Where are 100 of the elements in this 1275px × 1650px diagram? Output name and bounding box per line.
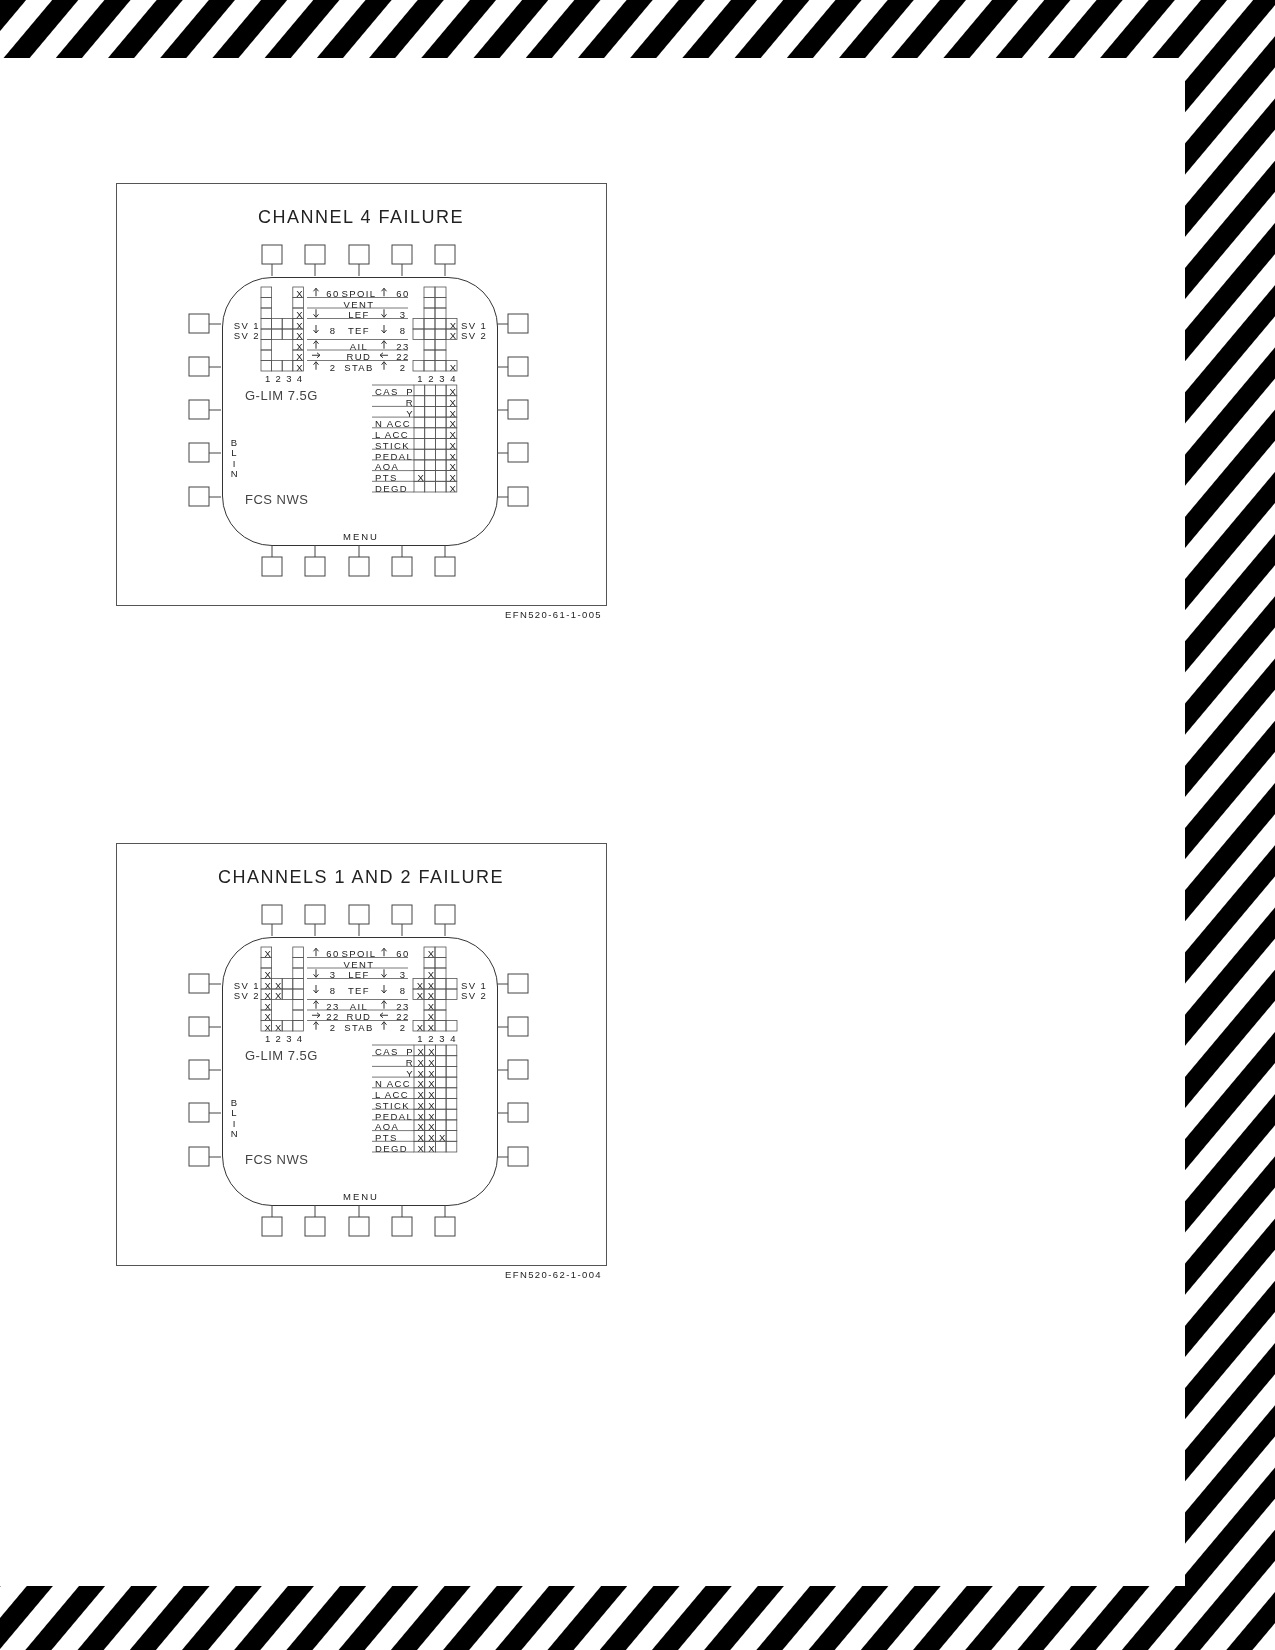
deflection-value: 8 bbox=[399, 326, 407, 336]
deflection-value: 2 bbox=[329, 1023, 337, 1033]
failure-mark: X bbox=[449, 363, 458, 373]
deflection-value: 60 bbox=[396, 949, 410, 959]
g-limit-readout: G-LIM 7.5G bbox=[245, 1048, 318, 1062]
g-limit-readout: G-LIM 7.5G bbox=[245, 388, 318, 402]
channel-number: 3 bbox=[286, 374, 293, 384]
channel-number: 3 bbox=[439, 1034, 446, 1044]
channel-number: 3 bbox=[286, 1034, 293, 1044]
failure-mark: X bbox=[417, 1101, 426, 1111]
deflection-value: 2 bbox=[399, 363, 407, 373]
channel-number: 1 bbox=[264, 1034, 272, 1044]
failure-mark: X bbox=[417, 1079, 426, 1090]
channel-number: 4 bbox=[450, 1034, 457, 1044]
failure-mark: X bbox=[264, 991, 273, 1001]
mode-label: FCS NWS bbox=[245, 492, 309, 506]
deflection-value: 60 bbox=[326, 949, 340, 959]
axis-label: Y bbox=[406, 1069, 414, 1079]
deflection-value: 8 bbox=[399, 986, 407, 996]
blin-label: BLIN bbox=[230, 438, 238, 480]
failure-mark: X bbox=[416, 991, 425, 1001]
row-label: DEGD bbox=[375, 1143, 409, 1154]
deflection-value: 23 bbox=[326, 1002, 340, 1012]
menu-label: MENU bbox=[343, 532, 379, 542]
failure-mark: X bbox=[417, 473, 426, 483]
deflection-value: 23 bbox=[396, 342, 410, 352]
row-label: N ACC bbox=[375, 419, 412, 430]
axis-label: P bbox=[406, 387, 414, 398]
servo-label: SV 1 bbox=[461, 981, 488, 991]
channel-number: 1 bbox=[417, 374, 424, 384]
display-screen bbox=[222, 937, 498, 1206]
failure-mark: X bbox=[449, 409, 458, 419]
failure-mark: X bbox=[428, 1058, 436, 1068]
failure-mark: X bbox=[428, 1047, 436, 1058]
servo-label: SV 2 bbox=[461, 331, 488, 341]
failure-mark: X bbox=[449, 430, 458, 440]
failure-mark: X bbox=[427, 991, 436, 1001]
row-label: PTS bbox=[375, 473, 398, 483]
failure-mark: X bbox=[417, 1047, 426, 1058]
failure-mark: X bbox=[264, 981, 273, 991]
deflection-value: 60 bbox=[326, 289, 340, 299]
figure-number: EFN520-62-1-004 bbox=[504, 1270, 602, 1280]
servo-label: SV 2 bbox=[233, 331, 260, 341]
failure-mark: X bbox=[296, 352, 304, 362]
failure-mark: X bbox=[296, 342, 304, 352]
surface-label: TEF bbox=[347, 986, 371, 996]
failure-mark: X bbox=[449, 321, 458, 331]
failure-mark: X bbox=[427, 970, 436, 980]
axis-label: P bbox=[406, 1047, 414, 1058]
failure-mark: X bbox=[275, 981, 283, 991]
failure-mark: X bbox=[296, 321, 304, 331]
failure-mark: X bbox=[417, 1111, 426, 1122]
surface-label: AIL bbox=[349, 342, 369, 352]
failure-mark: X bbox=[428, 1090, 436, 1100]
channel-number: 4 bbox=[296, 1034, 304, 1044]
row-label: STICK bbox=[375, 1101, 410, 1111]
deflection-value: 22 bbox=[396, 352, 410, 362]
failure-mark: X bbox=[275, 1023, 283, 1033]
surface-label: RUD bbox=[346, 1012, 372, 1022]
servo-label: SV 1 bbox=[233, 981, 260, 991]
row-label: PEDAL bbox=[375, 1111, 414, 1122]
display-screen bbox=[222, 277, 498, 546]
failure-mark: X bbox=[427, 981, 436, 991]
failure-mark: X bbox=[296, 331, 304, 341]
failure-mark: X bbox=[449, 441, 458, 451]
row-label: PEDAL bbox=[375, 451, 414, 462]
failure-mark: X bbox=[417, 1133, 426, 1143]
failure-mark: X bbox=[449, 462, 458, 472]
failure-mark: X bbox=[449, 483, 458, 494]
deflection-value: 60 bbox=[396, 289, 410, 299]
deflection-value: 3 bbox=[399, 310, 407, 320]
failure-mark: X bbox=[449, 387, 458, 398]
deflection-value: 2 bbox=[399, 1023, 407, 1033]
surface-label: VENT bbox=[343, 300, 375, 310]
row-label: AOA bbox=[375, 462, 400, 472]
failure-mark: X bbox=[449, 473, 458, 483]
surface-label: AIL bbox=[349, 1002, 369, 1012]
row-label: L ACC bbox=[375, 430, 410, 440]
deflection-value: 22 bbox=[396, 1012, 410, 1022]
failure-mark: X bbox=[417, 1090, 426, 1100]
channel-number: 1 bbox=[417, 1034, 424, 1044]
failure-mark: X bbox=[417, 1143, 426, 1154]
display-title: CHANNELS 1 AND 2 FAILURE bbox=[217, 868, 505, 886]
deflection-value: 8 bbox=[329, 986, 337, 996]
row-label: DEGD bbox=[375, 483, 409, 494]
axis-label: R bbox=[405, 1058, 414, 1068]
failure-mark: X bbox=[449, 451, 458, 462]
surface-label: STAB bbox=[344, 1023, 374, 1033]
failure-mark: X bbox=[428, 1111, 436, 1122]
failure-mark: X bbox=[449, 331, 458, 341]
display-title: CHANNEL 4 FAILURE bbox=[258, 208, 464, 226]
surface-label: RUD bbox=[346, 352, 372, 362]
failure-mark: X bbox=[264, 1023, 273, 1033]
channel-number: 2 bbox=[428, 374, 435, 384]
surface-label: VENT bbox=[343, 960, 375, 970]
failure-mark: X bbox=[416, 981, 425, 991]
failure-mark: X bbox=[428, 1143, 436, 1154]
failure-mark: X bbox=[264, 970, 273, 980]
row-label: AOA bbox=[375, 1122, 400, 1132]
channel-number: 3 bbox=[439, 374, 446, 384]
